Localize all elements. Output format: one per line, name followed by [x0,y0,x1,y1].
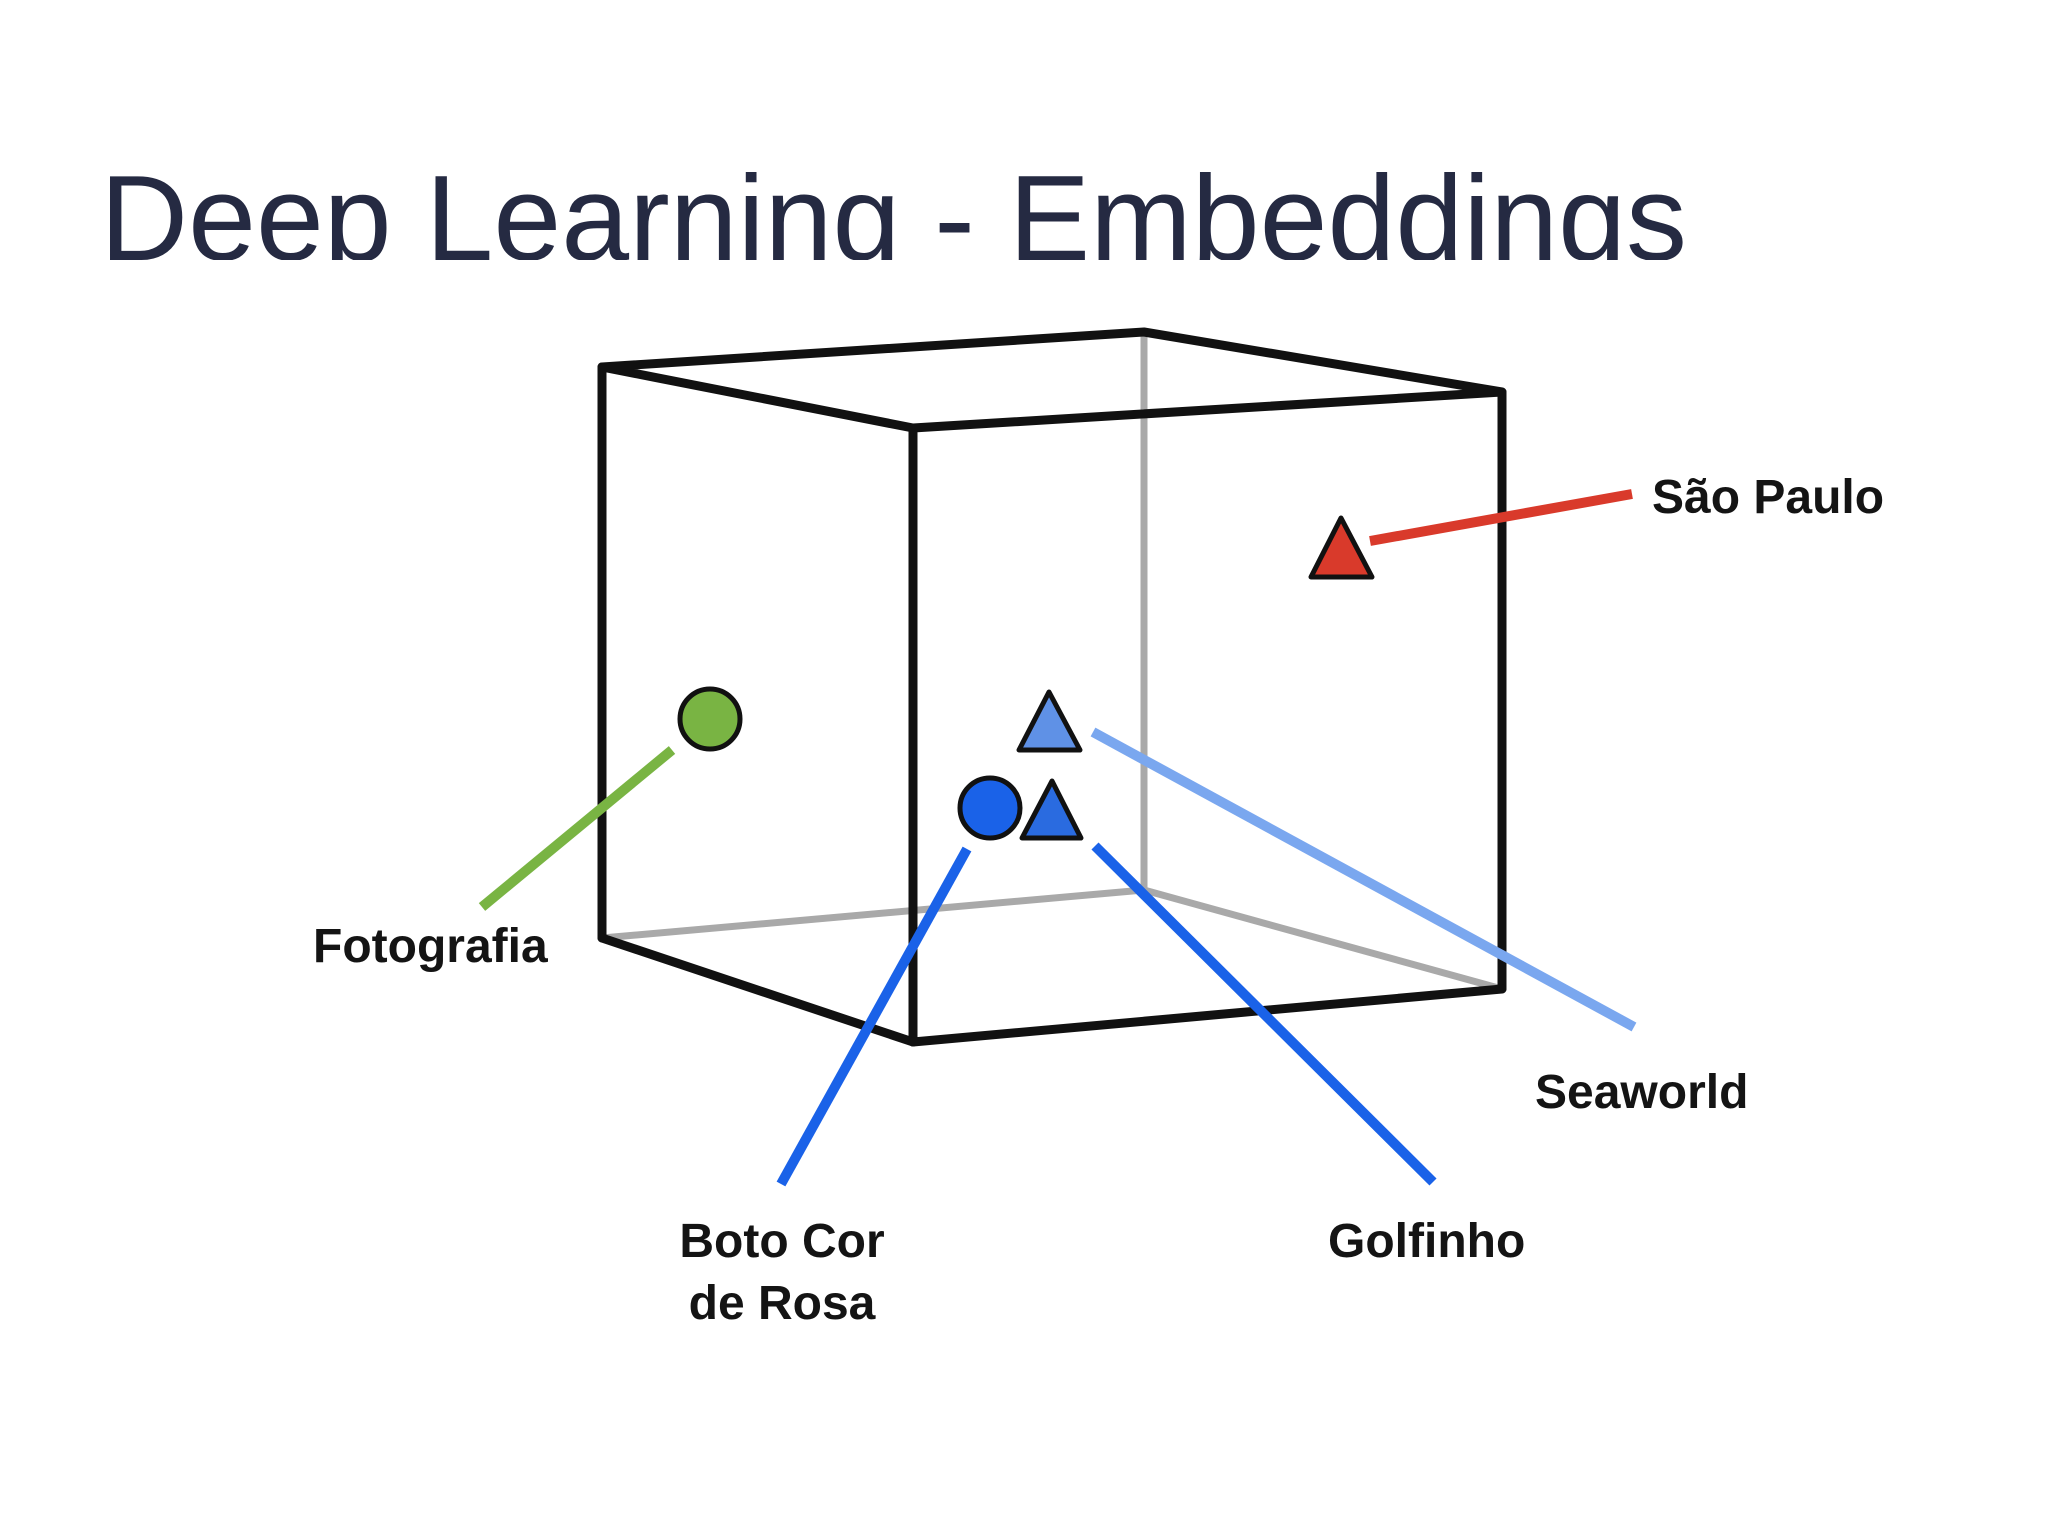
leader-lines [478,489,1637,1187]
cube-edge-bottom-front [908,984,1507,1047]
golfinho-leader-line [1091,842,1437,1186]
markers [677,515,1375,841]
boto-label-line-2: de Rosa [689,1277,876,1330]
boto-circle-icon [957,775,1023,841]
cube-top-face [597,327,1507,433]
boto-label-line-1: Boto Cor [679,1215,884,1268]
sao-paulo-triangle-icon [1308,515,1375,580]
cube-hidden-edge-right [1143,886,1503,993]
golfinho-triangle-icon [1019,778,1084,841]
cube-hidden-edge-left [601,886,1145,942]
sao-paulo-label: São Paulo [1652,471,1884,524]
fotografia-circle-icon [677,686,743,752]
seaworld-triangle-icon [1016,689,1083,753]
boto-leader-line [776,846,972,1187]
fotografia-label: Fotografia [313,920,548,973]
fotografia-leader-line [478,746,676,911]
cube-edge-bottom-left [597,933,918,1047]
cube [597,327,1507,1047]
golfinho-label: Golfinho [1328,1215,1525,1268]
slide-title: Deep Learning - Embeddings [100,150,1688,260]
seaworld-label: Seaworld [1535,1066,1748,1119]
seaworld-leader-line [1090,727,1637,1032]
sao-paulo-leader-line [1369,489,1633,546]
labels: São Paulo Fotografia Seaworld Boto Cor d… [313,471,1884,1330]
